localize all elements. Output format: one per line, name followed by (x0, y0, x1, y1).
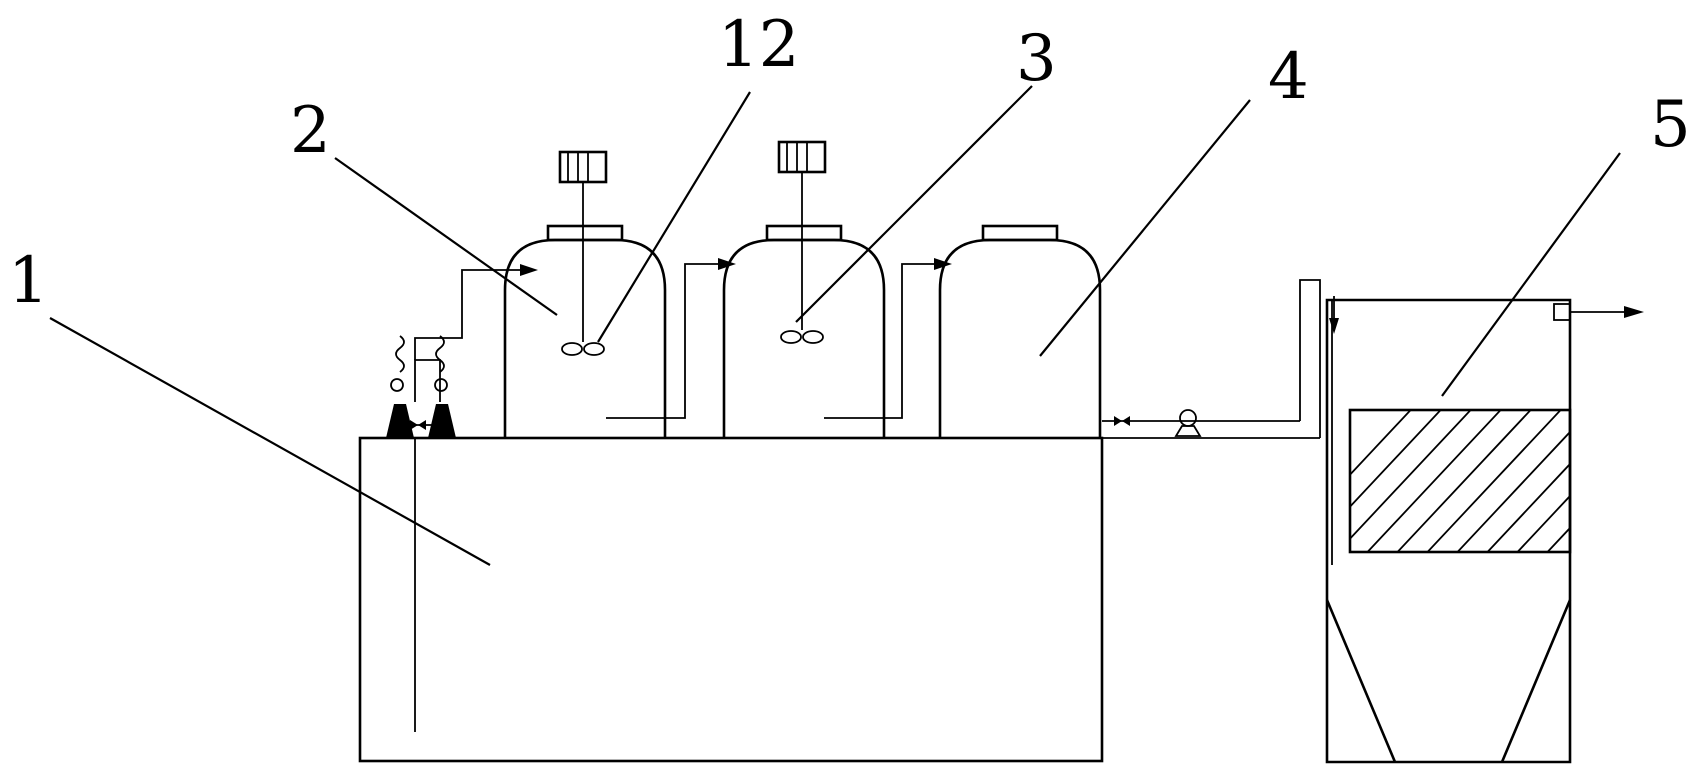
pump-right-icon (428, 404, 456, 438)
reaction-tank-3 (722, 140, 886, 438)
arrow-icon (718, 258, 736, 270)
pipe-3-to-4 (824, 258, 952, 419)
pump-icon (1179, 409, 1197, 427)
label-5: 5 (1650, 88, 1691, 162)
label-4: 4 (1268, 40, 1309, 114)
label-1: 1 (8, 244, 49, 318)
filter-tank-5 (1325, 298, 1644, 764)
label-12: 12 (718, 8, 799, 82)
arrow-icon (520, 264, 538, 276)
label-3: 3 (1016, 22, 1057, 96)
dosing-pump-assembly (386, 264, 538, 732)
label-2: 2 (290, 94, 331, 168)
pipe-4-to-5 (1102, 279, 1339, 565)
arrow-icon (934, 258, 952, 270)
stirrer-right-icon (802, 330, 824, 344)
outlet-arrow-icon (1624, 306, 1644, 318)
base-tank (358, 436, 1104, 763)
stirrer-right-icon (583, 342, 605, 356)
arrow-down-icon (1329, 318, 1339, 334)
stirrer-left-icon (780, 330, 802, 344)
settling-tank-4 (938, 224, 1102, 438)
pipe-2-to-3 (606, 258, 736, 419)
stirrer-left-icon (561, 342, 583, 356)
filter-media-hatch (1350, 410, 1570, 552)
pump-left-icon (386, 404, 414, 438)
leader-lines (49, 85, 1621, 566)
reaction-tank-2 (503, 150, 667, 438)
